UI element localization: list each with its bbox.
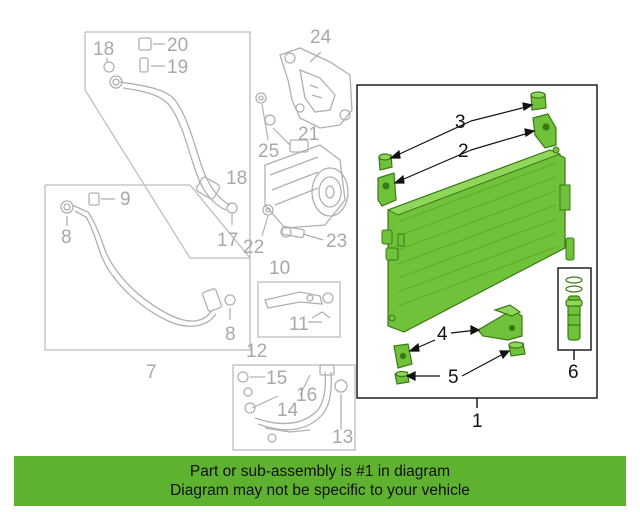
callout-leaders [389,102,536,381]
callout-17: 17 [217,230,238,251]
callout-11: 11 [289,314,309,335]
callout-3: 3 [455,112,466,133]
callout-21: 21 [298,124,319,145]
ac-compressor [264,139,349,229]
lower-hose-assembly [60,192,236,327]
callout-18-lower: 18 [226,168,247,189]
callout-23: 23 [326,231,347,252]
drier-kit [565,276,583,341]
lower-brackets [393,304,526,385]
banner-line-1: Part or sub-assembly is #1 in diagram [189,463,451,480]
condenser-core [381,146,575,333]
vehicle-fit-banner: Part or sub-assembly is #1 in diagram Di… [14,456,626,506]
callout-10: 10 [269,258,290,279]
condenser-assembly-box [356,84,598,408]
callout-2: 2 [458,141,469,162]
callout-9: 9 [120,189,131,210]
callout-20: 20 [167,35,188,56]
callout-7: 7 [146,362,157,383]
callout-8-upper: 8 [61,227,72,248]
callout-18-upper: 18 [93,39,114,60]
callout-16: 16 [296,385,317,406]
callout-labels: 1 2 3 4 5 6 7 8 8 9 10 11 12 13 14 15 16… [61,27,579,448]
compressor-bracket [279,47,353,129]
callout-25: 25 [258,141,279,162]
fittings-18-19-20 [103,37,165,73]
callout-12: 12 [246,341,267,362]
refrigerant-hose-group-outline [44,31,356,451]
callout-5: 5 [448,367,459,388]
callout-14: 14 [277,400,299,421]
callout-19: 19 [167,57,188,78]
callout-15: 15 [266,368,287,389]
lower-hose-fittings [237,364,348,443]
callout-13: 13 [332,427,353,448]
upper-insulators [378,91,547,171]
upper-brackets [377,113,557,207]
callout-6: 6 [568,362,579,383]
callout-1: 1 [472,411,483,432]
banner-line-2: Diagram may not be specific to your vehi… [170,482,470,499]
callout-24: 24 [310,27,332,48]
upper-hose-assembly [109,75,238,214]
callout-22: 22 [243,237,264,258]
faded-leaders [231,51,324,409]
hose-bracket [264,291,334,323]
callout-8-lower: 8 [225,324,236,345]
callout-4: 4 [437,324,448,345]
